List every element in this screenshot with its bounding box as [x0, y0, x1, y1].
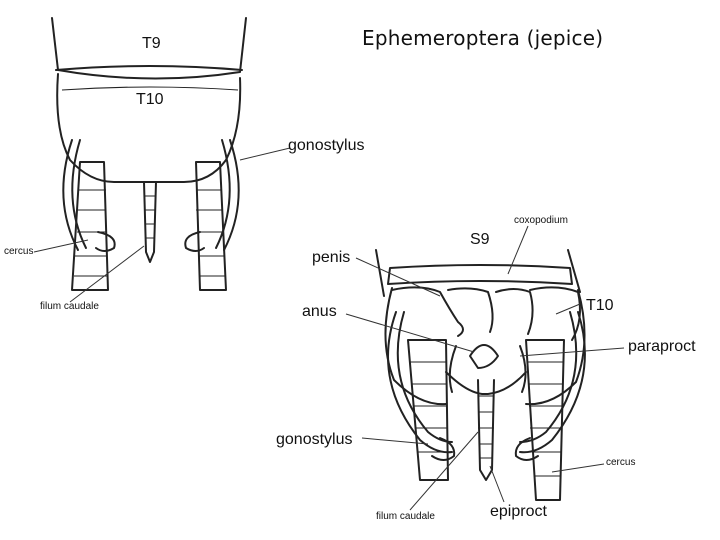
label-gonostylus-top: gonostylus — [288, 137, 365, 154]
label-anus: anus — [302, 303, 337, 320]
label-t9: T9 — [142, 35, 161, 52]
label-gonostylus-bottom: gonostylus — [276, 431, 353, 448]
label-filum-caudale-bottom: filum caudale — [376, 511, 435, 522]
label-s9: S9 — [470, 231, 490, 248]
label-cercus-top: cercus — [4, 246, 34, 257]
label-t10: T10 — [136, 91, 164, 108]
label-t10-bottom: T10 — [586, 297, 614, 314]
label-epiproct: epiproct — [490, 503, 547, 520]
label-filum-caudale-top: filum caudale — [40, 301, 99, 312]
page-title: Ephemeroptera (jepice) — [362, 26, 604, 50]
label-paraproct: paraproct — [628, 338, 696, 355]
label-coxopodium: coxopodium — [514, 215, 568, 226]
label-cercus-bottom: cercus — [606, 457, 636, 468]
label-penis: penis — [312, 249, 351, 266]
